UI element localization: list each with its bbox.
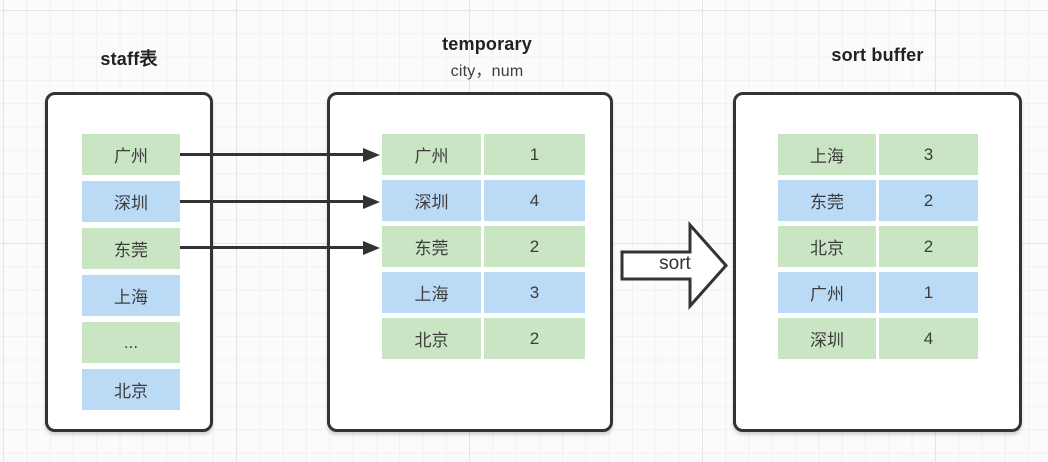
table-row[interactable]: 北京 2 <box>778 226 1019 267</box>
num-label: 2 <box>923 236 934 256</box>
table-row[interactable]: 北京 2 <box>382 318 610 359</box>
city-cell[interactable]: 上海 <box>778 134 876 175</box>
city-cell[interactable]: 北京 <box>382 318 481 359</box>
city-label: 东莞 <box>414 239 449 258</box>
city-cell[interactable]: 东莞 <box>778 180 876 221</box>
city-label: 上海 <box>810 147 844 166</box>
connector-arrow-row3[interactable] <box>180 240 380 255</box>
city-cell[interactable]: 深圳 <box>778 318 876 359</box>
city-label: 深圳 <box>414 193 449 212</box>
connector-arrow-row2[interactable] <box>180 194 380 209</box>
arrowhead-icon <box>363 240 380 255</box>
sort-arrow-label: sort <box>659 253 691 274</box>
num-label: 3 <box>529 282 540 302</box>
num-label: 4 <box>923 328 934 348</box>
sort-block-arrow-icon[interactable] <box>618 221 730 311</box>
num-cell[interactable]: 2 <box>879 226 978 267</box>
city-cell[interactable]: 北京 <box>778 226 876 267</box>
city-cell[interactable]: 广州 <box>382 134 481 175</box>
num-cell[interactable]: 2 <box>879 180 978 221</box>
temporary-table-box[interactable]: 广州 1 深圳 4 东莞 2 上海 3 北京 2 <box>327 92 613 432</box>
num-label: 1 <box>923 282 934 302</box>
staff-cell-label: 深圳 <box>114 194 148 213</box>
city-cell[interactable]: 深圳 <box>382 180 481 221</box>
table-row[interactable]: 深圳 4 <box>382 180 610 221</box>
num-label: 2 <box>529 236 540 256</box>
num-cell[interactable]: 2 <box>484 226 585 267</box>
table-row[interactable]: 上海 3 <box>382 272 610 313</box>
num-cell[interactable]: 4 <box>484 180 585 221</box>
city-cell[interactable]: 广州 <box>778 272 876 313</box>
arrowhead-icon <box>363 147 380 162</box>
num-label: 2 <box>923 190 934 210</box>
staff-cell[interactable]: 深圳 <box>82 181 180 222</box>
num-cell[interactable]: 2 <box>484 318 585 359</box>
city-label: 广州 <box>810 285 844 304</box>
table-row[interactable]: 广州 1 <box>778 272 1019 313</box>
table-row[interactable]: 深圳 4 <box>778 318 1019 359</box>
staff-cell-label: 上海 <box>114 288 148 307</box>
num-label: 3 <box>923 144 934 164</box>
staff-table-title: staff表 <box>100 49 158 69</box>
num-cell[interactable]: 4 <box>879 318 978 359</box>
staff-cell-label: ... <box>123 332 139 352</box>
city-label: 广州 <box>414 147 449 166</box>
staff-cell[interactable]: 东莞 <box>82 228 180 269</box>
staff-cell[interactable]: 广州 <box>82 134 180 175</box>
staff-cell-label: 东莞 <box>114 241 148 260</box>
temporary-table-title: temporary <box>442 34 532 54</box>
num-label: 1 <box>529 144 540 164</box>
num-cell[interactable]: 1 <box>879 272 978 313</box>
table-row[interactable]: 上海 3 <box>778 134 1019 175</box>
num-cell[interactable]: 1 <box>484 134 585 175</box>
staff-cell-label: 广州 <box>114 147 148 166</box>
city-cell[interactable]: 上海 <box>382 272 481 313</box>
num-label: 2 <box>529 328 540 348</box>
sort-buffer-title: sort buffer <box>831 45 924 65</box>
staff-cell[interactable]: 上海 <box>82 275 180 316</box>
temporary-table-header: temporary city，num <box>337 34 637 81</box>
staff-table-box[interactable]: 广州 深圳 东莞 上海 ... 北京 <box>45 92 213 432</box>
staff-cell-label: 北京 <box>114 382 148 401</box>
num-label: 4 <box>529 190 540 210</box>
num-cell[interactable]: 3 <box>484 272 585 313</box>
staff-cell[interactable]: ... <box>82 322 180 363</box>
arrowhead-icon <box>363 194 380 209</box>
table-row[interactable]: 东莞 2 <box>778 180 1019 221</box>
staff-cell[interactable]: 北京 <box>82 369 180 410</box>
city-label: 北京 <box>810 239 844 258</box>
city-label: 东莞 <box>810 193 844 212</box>
num-cell[interactable]: 3 <box>879 134 978 175</box>
connector-arrow-row1[interactable] <box>180 147 380 162</box>
sort-buffer-box[interactable]: 上海 3 东莞 2 北京 2 广州 1 深圳 4 <box>733 92 1022 432</box>
temporary-table-rows: 广州 1 深圳 4 东莞 2 上海 3 北京 2 <box>382 134 610 359</box>
staff-table-cells: 广州 深圳 东莞 上海 ... 北京 <box>82 134 210 410</box>
table-row[interactable]: 广州 1 <box>382 134 610 175</box>
sort-buffer-rows: 上海 3 东莞 2 北京 2 广州 1 深圳 4 <box>778 134 1019 359</box>
city-cell[interactable]: 东莞 <box>382 226 481 267</box>
city-label: 北京 <box>414 331 449 350</box>
city-label: 上海 <box>414 285 449 304</box>
table-row[interactable]: 东莞 2 <box>382 226 610 267</box>
temporary-table-columns-label: city，num <box>450 63 524 80</box>
city-label: 深圳 <box>810 331 844 350</box>
